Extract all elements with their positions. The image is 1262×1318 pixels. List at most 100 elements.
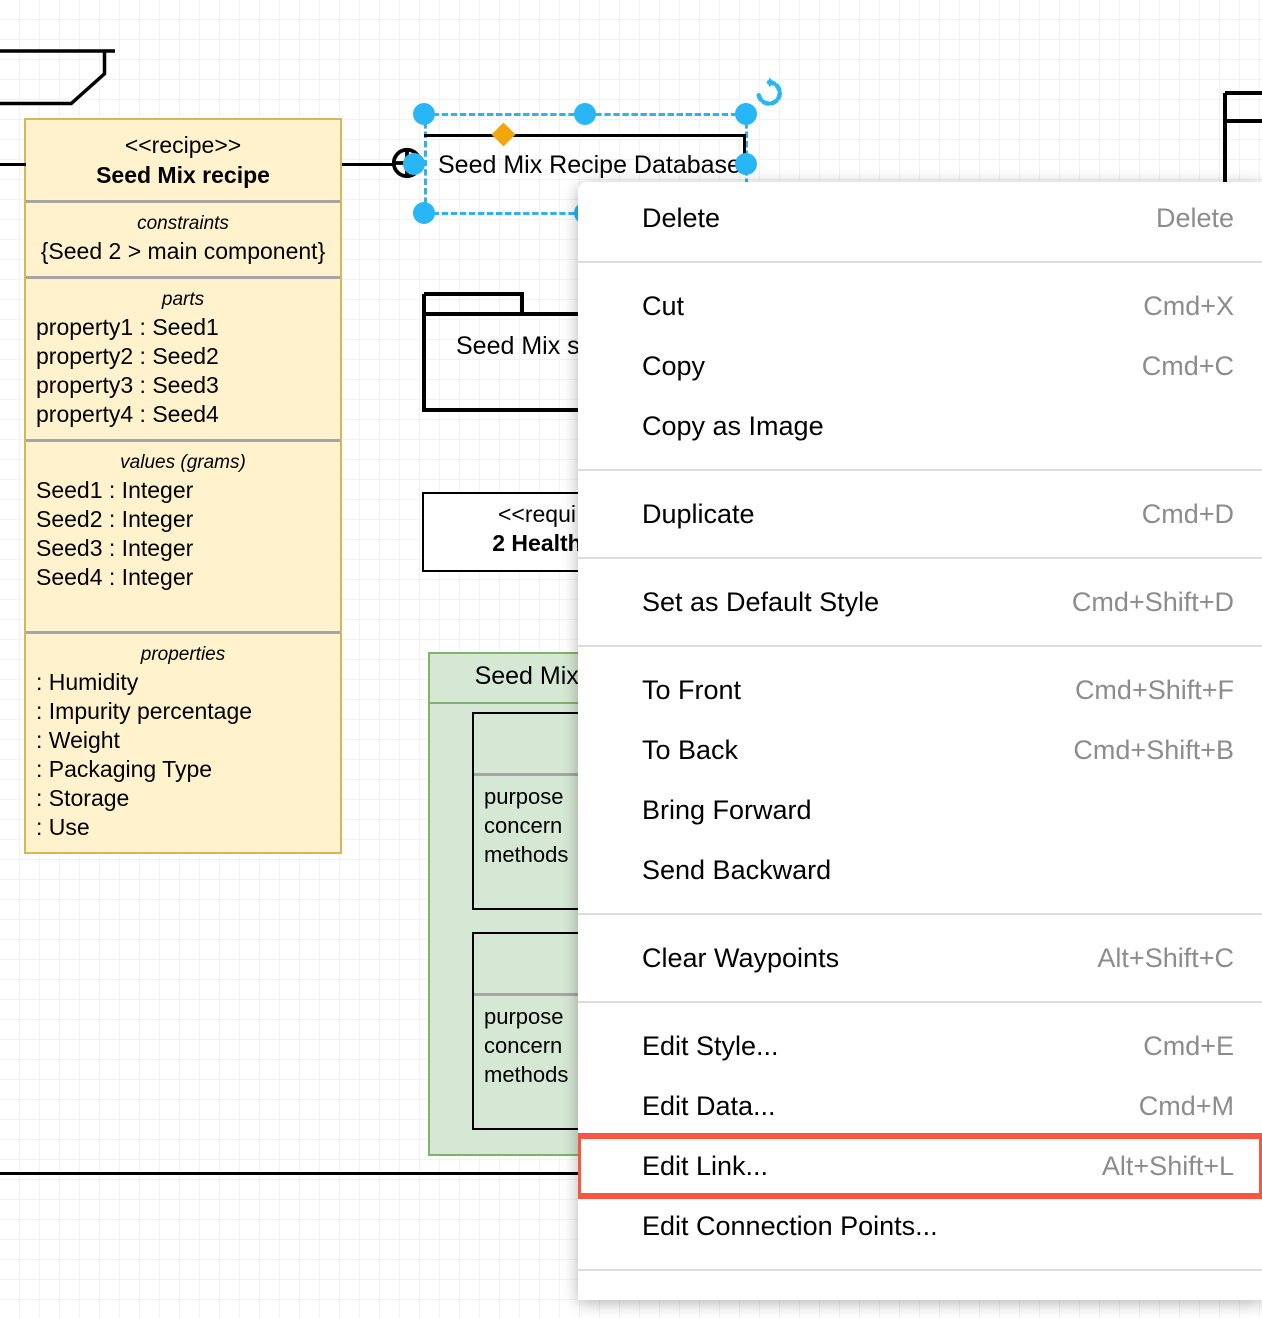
- menu-item-edit-connection-points[interactable]: Edit Connection Points...: [578, 1196, 1262, 1256]
- menu-item-copy-as-image[interactable]: Copy as Image: [578, 396, 1262, 456]
- menu-separator: [578, 645, 1262, 647]
- rotate-icon[interactable]: [752, 76, 786, 110]
- menu-item-send-backward[interactable]: Send Backward: [578, 840, 1262, 900]
- section-line: property4 : Seed4: [36, 401, 219, 427]
- viewpoint-line: concern: [484, 813, 563, 838]
- block-stereotype: <<recipe>>: [124, 132, 242, 158]
- menu-item-label: Delete: [642, 202, 721, 233]
- note-folded-shape[interactable]: [0, 44, 120, 114]
- menu-item-cut[interactable]: Cut Cmd+X: [578, 276, 1262, 336]
- menu-item-label: Edit Connection Points...: [642, 1210, 938, 1241]
- section-title: parts: [161, 289, 205, 310]
- block-seed-mix-recipe[interactable]: <<recipe>> Seed Mix recipe constraints {…: [24, 118, 342, 854]
- selection-handle-middle-right[interactable]: [735, 153, 757, 175]
- block-header: <<recipe>> Seed Mix recipe: [26, 120, 340, 200]
- menu-item-label: Edit Style...: [642, 1030, 779, 1061]
- edge-to-port[interactable]: [342, 163, 398, 166]
- menu-item-clear-waypoints[interactable]: Clear Waypoints Alt+Shift+C: [578, 928, 1262, 988]
- menu-item-edit-link[interactable]: Edit Link... Alt+Shift+L: [578, 1133, 1262, 1199]
- menu-item-label: Set as Default Style: [642, 586, 880, 617]
- section-divider: [26, 276, 340, 279]
- menu-item-edit-style[interactable]: Edit Style... Cmd+E: [578, 1016, 1262, 1076]
- viewpoint-line: purpose: [484, 1004, 564, 1029]
- menu-group: Delete Delete: [578, 182, 1262, 254]
- menu-item-shortcut: Cmd+X: [1143, 290, 1234, 321]
- selection-handle-bottom-left[interactable]: [413, 202, 435, 224]
- menu-item-shortcut: Alt+Shift+C: [1097, 942, 1234, 973]
- viewpoint-line: purpose: [484, 784, 564, 809]
- section-divider: [26, 439, 340, 442]
- menu-item-label: Copy: [642, 350, 706, 381]
- menu-item-shortcut: Alt+Shift+D: [1097, 1299, 1262, 1301]
- section-divider: [26, 200, 340, 203]
- section-constraints: constraints {Seed 2 > main component}: [26, 203, 340, 276]
- viewpoint-line: concern: [484, 1033, 563, 1058]
- section-line: Seed3 : Integer: [36, 535, 194, 561]
- menu-item-shortcut: Cmd+Shift+F: [1074, 674, 1234, 705]
- menu-separator: [578, 1269, 1262, 1271]
- section-line: : Storage: [36, 785, 130, 811]
- requirement-name: 2 Health: [492, 530, 582, 556]
- section-line: property2 : Seed2: [36, 343, 219, 369]
- menu-item-shortcut: Alt+Shift+L: [1101, 1150, 1234, 1181]
- viewpoint-line: methods: [484, 842, 569, 867]
- menu-item-shortcut: Delete: [1155, 202, 1234, 233]
- menu-item-label: Bring Forward: [642, 794, 812, 825]
- section-divider: [26, 631, 340, 634]
- menu-item-bring-forward[interactable]: Bring Forward: [578, 780, 1262, 840]
- selection-handle-top-center[interactable]: [574, 103, 596, 125]
- menu-item-label: Copy as Image: [642, 410, 824, 441]
- block-name: Seed Mix recipe: [96, 162, 270, 188]
- menu-item-select-descendants[interactable]: Select Descendants Alt+Shift+D: [578, 1284, 1262, 1301]
- viewpoint-block-2[interactable]: purpose concern methods: [472, 932, 672, 1130]
- package-shape-label: Seed Mix s: [456, 332, 580, 360]
- section-line: {Seed 2 > main component}: [40, 238, 326, 264]
- menu-separator: [578, 913, 1262, 915]
- selection-handle-top-left[interactable]: [413, 103, 435, 125]
- menu-item-label: Clear Waypoints: [642, 942, 840, 973]
- section-title: values (grams): [120, 452, 246, 473]
- menu-item-set-as-default-style[interactable]: Set as Default Style Cmd+Shift+D: [578, 572, 1262, 632]
- menu-item-label: Select Descendants: [642, 1299, 1097, 1301]
- menu-item-copy[interactable]: Copy Cmd+C: [578, 336, 1262, 396]
- section-title: properties: [140, 644, 226, 665]
- section-line: property3 : Seed3: [36, 372, 219, 398]
- menu-item-edit-data[interactable]: Edit Data... Cmd+M: [578, 1076, 1262, 1136]
- menu-separator: [578, 469, 1262, 471]
- edge-route-top[interactable]: [424, 134, 746, 137]
- menu-separator: [578, 261, 1262, 263]
- menu-item-label: Edit Data...: [642, 1090, 776, 1121]
- menu-group: To Front Cmd+Shift+F To Back Cmd+Shift+B…: [578, 654, 1262, 906]
- menu-group: Set as Default Style Cmd+Shift+D: [578, 566, 1262, 638]
- menu-item-to-back[interactable]: To Back Cmd+Shift+B: [578, 720, 1262, 780]
- context-menu[interactable]: Delete Delete Cut Cmd+X Copy Cmd+C Copy …: [578, 182, 1262, 1300]
- menu-item-to-front[interactable]: To Front Cmd+Shift+F: [578, 660, 1262, 720]
- edge-label-seed-mix-recipe-database[interactable]: Seed Mix Recipe Database: [438, 151, 741, 179]
- menu-group: Clear Waypoints Alt+Shift+C: [578, 922, 1262, 994]
- menu-item-shortcut: Cmd+E: [1143, 1030, 1234, 1061]
- menu-item-label: Cut: [642, 290, 685, 321]
- viewpoint-block-body: purpose concern methods: [474, 996, 670, 1095]
- menu-item-delete[interactable]: Delete Delete: [578, 188, 1262, 248]
- edge-stub-left[interactable]: [0, 163, 26, 166]
- section-line: Seed4 : Integer: [36, 564, 194, 590]
- requirement-stereotype: <<requi: [497, 501, 576, 527]
- section-parts: parts property1 : Seed1 property2 : Seed…: [26, 279, 340, 439]
- viewpoint-block-body: purpose concern methods: [474, 776, 670, 875]
- selection-handle-top-right[interactable]: [735, 103, 757, 125]
- selection-dash-left: [424, 113, 427, 213]
- viewpoint-line: methods: [484, 1062, 569, 1087]
- menu-item-duplicate[interactable]: Duplicate Cmd+D: [578, 484, 1262, 544]
- section-line: : Humidity: [36, 669, 139, 695]
- menu-item-shortcut: Cmd+C: [1141, 350, 1234, 381]
- section-line: Seed2 : Integer: [36, 506, 194, 532]
- menu-item-label: Edit Link...: [642, 1150, 769, 1181]
- viewpoint-block-header: [474, 714, 670, 776]
- menu-item-shortcut: Cmd+M: [1138, 1090, 1234, 1121]
- menu-item-shortcut: Cmd+D: [1141, 498, 1234, 529]
- section-line: : Packaging Type: [36, 756, 213, 782]
- menu-group: Edit Style... Cmd+E Edit Data... Cmd+M E…: [578, 1010, 1262, 1262]
- menu-separator: [578, 557, 1262, 559]
- selection-handle-middle-left[interactable]: [403, 153, 425, 175]
- menu-item-label: Duplicate: [642, 498, 755, 529]
